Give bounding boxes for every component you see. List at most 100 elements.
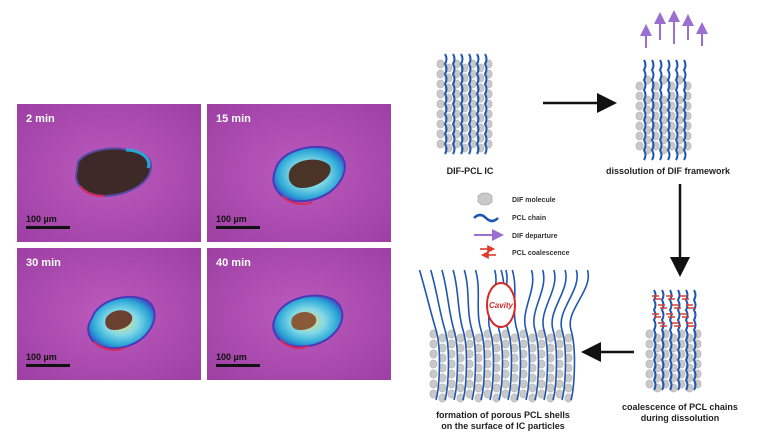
micrograph-time-label: 30 min [26,257,61,269]
dif-molecule [456,383,465,393]
pcl-chain [666,59,671,161]
dif-molecule [436,69,445,79]
dif-molecule [635,91,644,101]
dif-molecule [447,379,456,389]
legend: DIF molecule PCL chain DIF departure PCL… [473,192,570,259]
dif-molecule [645,379,654,389]
pcl-chain [560,269,578,401]
dif-molecule [528,373,537,383]
dif-molecule [447,339,456,349]
dif-molecule [519,379,528,389]
dif-molecule [546,383,555,393]
dif-molecule [492,343,501,353]
scale-bar-label: 100 µm [26,352,57,362]
dif-molecule [436,109,445,119]
dif-molecule [645,339,654,349]
dif-molecule [492,333,501,343]
dif-molecule [436,129,445,139]
pcl-chain [443,53,448,155]
dif-molecule [555,379,564,389]
dif-molecule [528,343,537,353]
cavity-label: Cavity [489,301,514,310]
dif-molecule [510,373,519,383]
scale-bar-label: 100 µm [216,214,247,224]
pcl-coalescence-icon [480,245,496,259]
legend-label: DIF departure [512,233,558,240]
dif-molecule [456,333,465,343]
pcl-chain [429,269,450,401]
dif-molecule [555,389,564,399]
dif-molecule [438,373,447,383]
dif-molecule [438,393,447,403]
dif-molecule [546,343,555,353]
legend-label: PCL coalescence [512,250,570,257]
dif-molecule [456,393,465,403]
pcl-chain [642,59,647,161]
dif-molecule [465,379,474,389]
pcl-chain [668,289,673,391]
micrograph-time-label: 40 min [216,257,251,269]
dif-molecule [564,383,573,393]
dif-molecule [474,333,483,343]
dif-molecule [510,343,519,353]
dissolution-structure [635,10,708,161]
pcl-chain [511,269,522,401]
dif-molecule [501,389,510,399]
step-label-dissolution: dissolution of DIF framework [606,166,731,176]
dif-molecule [474,383,483,393]
pcl-chain [674,59,679,161]
pcl-chain [692,289,697,391]
dif-molecule [474,393,483,403]
scale-bar [216,364,260,367]
dif-molecule [492,393,501,403]
pcl-chain [569,269,590,401]
pcl-chain [650,59,655,161]
pcl-chain [533,269,545,401]
porous-shell-structure: Cavity [418,269,590,403]
pcl-chain [676,289,681,391]
dif-departure-arrows [640,10,708,48]
micrograph-time-label: 2 min [26,113,55,125]
dif-molecule [474,373,483,383]
pcl-chain [418,269,441,401]
dif-molecule [474,343,483,353]
dif-molecule [564,393,573,403]
pcl-chain [452,269,468,401]
step-label-coalescence-2: during dissolution [641,413,720,423]
dif-molecule [429,349,438,359]
dif-molecule [436,139,445,149]
micrograph-2min: 2 min 100 µm [17,104,201,242]
dif-molecule [564,343,573,353]
dif-molecule [510,383,519,393]
pcl-chain [483,53,488,155]
dif-molecule [447,389,456,399]
dif-molecule [510,333,519,343]
dif-molecule [429,379,438,389]
dif-molecule [635,111,644,121]
dif-molecule [555,339,564,349]
pcl-chain [684,289,689,391]
scale-bar [26,226,70,229]
dif-molecule [501,379,510,389]
pcl-chain [542,269,556,401]
micrograph-30min: 30 min 100 µm [17,248,201,380]
pcl-chain [475,53,480,155]
dif-molecule [546,373,555,383]
dif-molecule [436,59,445,69]
dif-molecule [519,339,528,349]
dif-molecule [429,389,438,399]
dif-molecule [438,383,447,393]
dif-molecule [537,339,546,349]
dif-molecule [635,81,644,91]
pcl-chain [459,53,464,155]
pcl-chain-icon [473,213,499,223]
dif-molecule [483,339,492,349]
dif-molecule [436,89,445,99]
dif-molecule [436,119,445,129]
dif-molecule [537,379,546,389]
dif-molecule [635,141,644,151]
pcl-chain [441,269,459,401]
dif-molecule [635,121,644,131]
pcl-chain [652,289,657,391]
